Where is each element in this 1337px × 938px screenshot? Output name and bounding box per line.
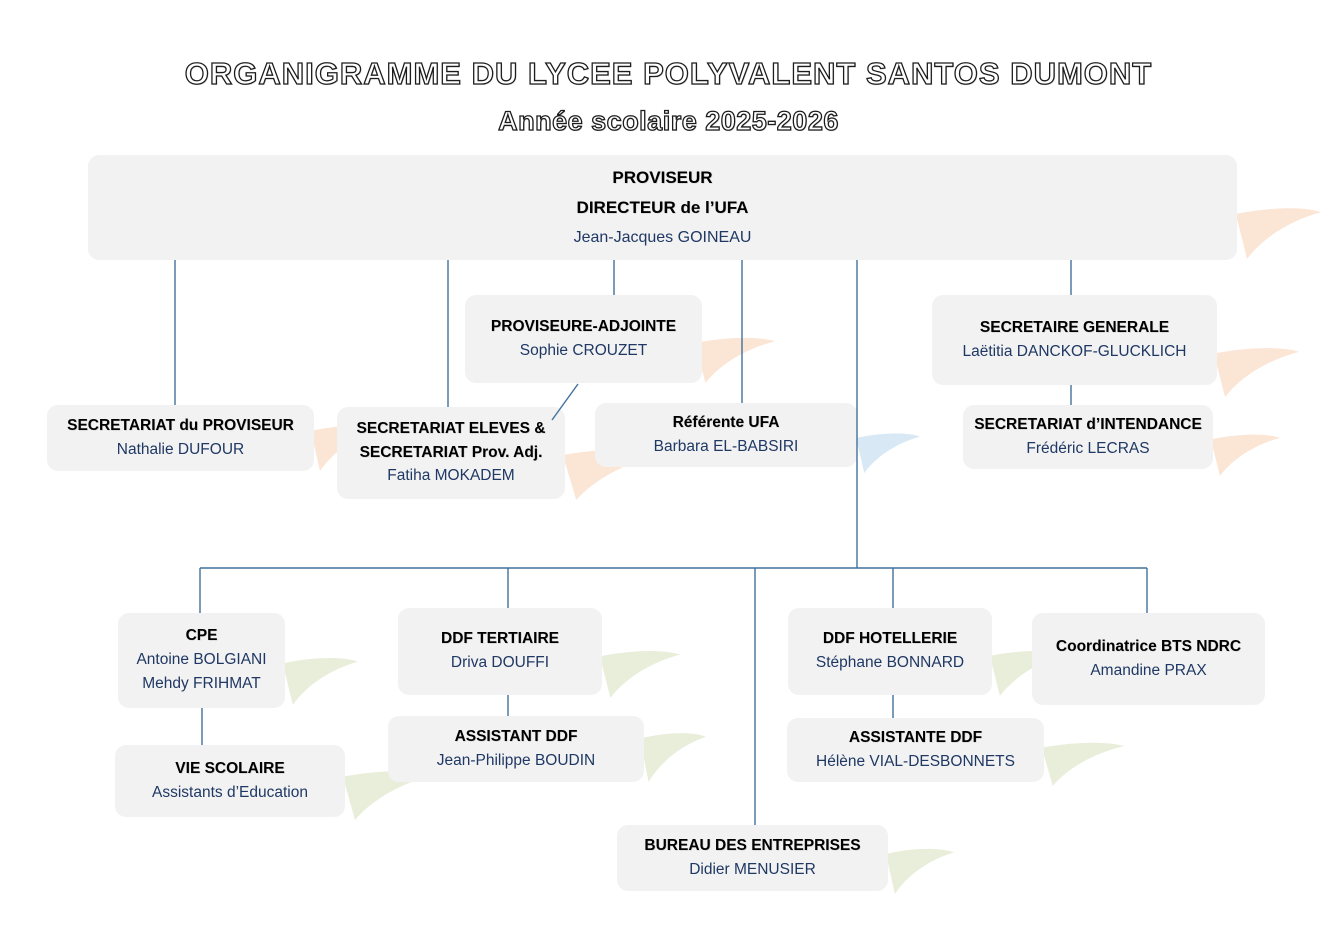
ddf-hotellerie-box: DDF HOTELLERIE Stéphane BONNARD [788,608,992,695]
assistante-ddf-title: ASSISTANTE DDF [848,728,983,746]
assistante-ddf-name: Hélène VIAL-DESBONNETS [816,752,1015,770]
referente-ufa-title: Référente UFA [672,413,780,431]
page-title: ORGANIGRAMME DU LYCEE POLYVALENT SANTOS … [184,55,1153,91]
proviseur-box: PROVISEUR DIRECTEUR de l’UFA Jean-Jacques … [88,155,1237,260]
cpe-name: Mehdy FRIHMAT [142,674,261,692]
referente-ufa-name: Barbara EL-BABSIRI [653,437,799,455]
secretariat-intendance-shadow-swoosh [1211,434,1280,476]
coordinatrice-bts-ndrc-box: Coordinatrice BTS NDRC Amandine PRAX [1032,613,1265,705]
page-subtitle: Année scolaire 2025-2026 [497,105,839,136]
assistante-ddf-box: ASSISTANTE DDF Hélène VIAL-DESBONNETS [787,718,1044,782]
cpe-box: CPE Antoine BOLGIANI Mehdy FRIHMAT [118,613,285,708]
bureau-entreprises-box: BUREAU DES ENTREPRISES Didier MENUSIER [617,825,888,891]
proviseure-adjointe-name: Sophie CROUZET [519,341,648,359]
cpe-name: Antoine BOLGIANI [136,651,267,669]
assistant-ddf-box: ASSISTANT DDF Jean-Philippe BOUDIN [388,716,644,782]
bureau-entreprises-title: BUREAU DES ENTREPRISES [644,836,861,854]
secretaire-generale-box: SECRETAIRE GENERALE Laëtitia DANCKOF-GLUC… [932,295,1217,385]
coordinatrice-bts-ndrc-title: Coordinatrice BTS NDRC [1055,637,1242,655]
ddf-tertiaire-name: Driva DOUFFI [450,654,550,671]
ddf-hotellerie-name: Stéphane BONNARD [815,654,965,671]
secretariat-intendance-title: SECRETARIAT d’INTENDANCE [974,415,1202,433]
proviseure-adjointe-title: PROVISEURE-ADJOINTE [490,317,677,335]
secretariat-intendance-box: SECRETARIAT d’INTENDANCE Frédéric LECRAS [963,405,1213,469]
secretariat-eleves-title: SECRETARIAT Prov. Adj. [359,443,543,461]
referente-ufa-shadow-swoosh [856,433,920,473]
proviseure-adjointe-shadow-swoosh [695,337,775,383]
secretariat-proviseur-box: SECRETARIAT du PROVISEUR Nathalie DUFOUR [47,405,314,471]
vie-scolaire-box: VIE SCOLAIRE Assistants d’Education [115,745,345,817]
secretariat-proviseur-name: Nathalie DUFOUR [116,440,245,458]
proviseur-name: Jean-Jacques GOINEAU [573,228,752,246]
ddf-hotellerie-title: DDF HOTELLERIE [822,630,958,648]
assistante-ddf-shadow-swoosh [1042,742,1124,786]
secretaire-generale-shadow-swoosh [1214,348,1299,397]
referente-ufa-box: Référente UFA Barbara EL-BABSIRI [595,403,857,467]
secretariat-eleves-title: SECRETARIAT ELEVES & [356,419,546,437]
assistant-ddf-title: ASSISTANT DDF [454,727,578,745]
assistant-ddf-shadow-swoosh [640,733,706,782]
secretariat-eleves-name: Fatiha MOKADEM [387,467,515,485]
secretariat-eleves-box: SECRETARIAT ELEVES & SECRETARIAT Prov. Ad… [337,407,565,499]
proviseure-adjointe-box: PROVISEURE-ADJOINTE Sophie CROUZET [465,295,702,383]
proviseur-title: PROVISEUR [612,167,713,187]
proviseur-shadow-swoosh [1236,208,1321,259]
proviseur-title: DIRECTEUR de l’UFA [576,197,749,217]
ddf-tertiaire-box: DDF TERTIAIRE Driva DOUFFI [398,608,602,695]
secretaire-generale-name: Laëtitia DANCKOF-GLUCKLICH [962,342,1187,360]
secretaire-generale-title: SECRETAIRE GENERALE [979,318,1170,336]
ddf-tertiaire-title: DDF TERTIAIRE [441,630,559,648]
bureau-entreprises-name: Didier MENUSIER [689,860,816,878]
secretariat-intendance-name: Frédéric LECRAS [1026,439,1150,457]
bureau-entreprises-shadow-swoosh [886,848,954,894]
coordinatrice-bts-ndrc-name: Amandine PRAX [1090,661,1207,679]
assistant-ddf-name: Jean-Philippe BOUDIN [436,751,596,769]
cpe-title: CPE [185,627,218,645]
ddf-tertiaire-shadow-swoosh [600,651,680,698]
vie-scolaire-name: Assistants d’Education [152,783,308,801]
secretariat-proviseur-title: SECRETARIAT du PROVISEUR [67,416,294,434]
vie-scolaire-title: VIE SCOLAIRE [175,759,285,777]
cpe-shadow-swoosh [283,658,358,705]
